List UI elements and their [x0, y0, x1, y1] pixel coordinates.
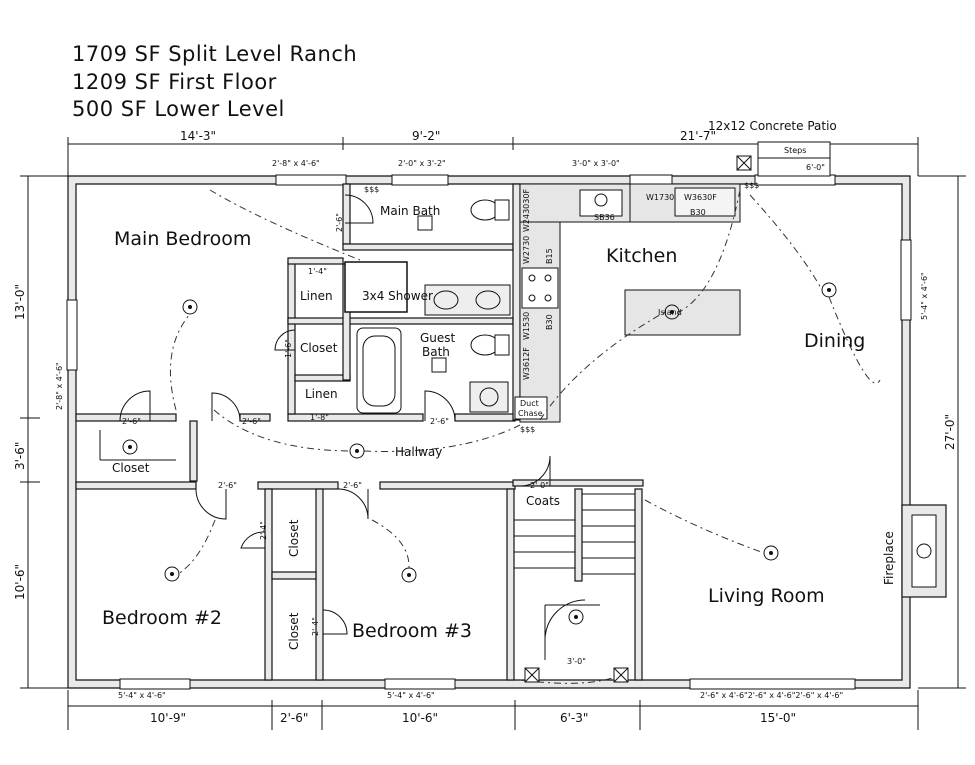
- door-swings: [119, 194, 586, 641]
- stairs: [514, 493, 635, 660]
- cabinet-w2730: W2730: [522, 236, 531, 264]
- door-linen-top: 1'-4": [308, 267, 327, 276]
- door-guest-bath: 2'-6": [430, 417, 449, 426]
- dim-top-3: 21'-7": [680, 129, 716, 143]
- lower-level-area: 500 SF Lower Level: [72, 97, 285, 121]
- window-size-bottom-1: 5'-4" x 4'-6": [118, 691, 166, 700]
- label-linen-bottom: Linen: [305, 387, 338, 401]
- dim-top-2: 9'-2": [412, 129, 440, 143]
- cabinet-b15: B15: [545, 248, 554, 264]
- door-linen-bottom: 1'-8": [310, 413, 329, 422]
- label-bedroom-2: Bedroom #2: [102, 607, 222, 629]
- label-steps: Steps: [784, 146, 806, 155]
- label-closet-mid: Closet: [300, 341, 338, 355]
- label-chase: Chase: [518, 409, 543, 418]
- label-hallway: Hallway: [395, 445, 442, 459]
- label-living-room: Living Room: [708, 585, 825, 607]
- label-kitchen: Kitchen: [606, 245, 677, 267]
- window-size-left: 2'-8" x 4'-6": [55, 362, 64, 410]
- bath-fixtures: [344, 199, 511, 414]
- dim-bottom-1: 10'-9": [150, 711, 186, 725]
- door-coats: 2'-0": [530, 481, 549, 490]
- kitchen-cabinets: [514, 183, 741, 423]
- cabinet-w3612f: W3612F: [522, 347, 531, 380]
- dim-left-3: 10'-6": [13, 564, 27, 600]
- door-closet-b3: 2'-4": [311, 617, 320, 636]
- switch-hall: $$$: [520, 425, 535, 434]
- cabinet-sb36: SB36: [594, 213, 615, 222]
- dim-bottom-2: 2'-6": [280, 711, 308, 725]
- door-main-bath: 2'-6": [335, 213, 344, 232]
- label-bedroom-3: Bedroom #3: [352, 620, 472, 642]
- window-size-top-2: 2'-0" x 3'-2": [398, 159, 446, 168]
- label-linen-top: Linen: [300, 289, 333, 303]
- label-island: Island: [658, 308, 682, 317]
- dim-left-2: 3'-6": [13, 442, 27, 470]
- patio-steps: [524, 141, 831, 683]
- patio-step-size: 6'-0": [806, 163, 825, 172]
- label-fireplace: Fireplace: [882, 531, 896, 585]
- window-size-bottom-2: 5'-4" x 4'-6": [387, 691, 435, 700]
- label-mb-closet: Closet: [112, 461, 150, 475]
- dim-bottom-5: 15'-0": [760, 711, 796, 725]
- switch-patio: $$$: [744, 181, 759, 190]
- label-patio: 12x12 Concrete Patio: [708, 119, 837, 133]
- window-size-top-3: 3'-0" x 3'-0": [572, 159, 620, 168]
- interior-walls: [75, 183, 644, 681]
- label-shower: 3x4 Shower: [362, 289, 433, 303]
- door-bed3: 2'-6": [343, 481, 362, 490]
- label-main-bath: Main Bath: [380, 204, 440, 218]
- door-mb: 2'-6": [242, 417, 261, 426]
- window-size-top-1: 2'-8" x 4'-6": [272, 159, 320, 168]
- dim-bottom-3: 10'-6": [402, 711, 438, 725]
- cabinet-w3630f: W3630F: [684, 193, 717, 202]
- label-guest-bath-2: Bath: [422, 345, 450, 359]
- cabinet-w1730: W1730: [646, 193, 674, 202]
- window-size-bottom-3: 2'-6" x 4'-6"2'-6" x 4'-6"2'-6" x 4'-6": [700, 691, 843, 700]
- window-openings: [66, 174, 912, 690]
- label-closet-b2: Closet: [287, 519, 301, 557]
- cabinet-w243030f: W243030F: [522, 189, 531, 232]
- first-floor-area: 1209 SF First Floor: [72, 70, 277, 94]
- door-entry: 3'-0": [567, 657, 586, 666]
- door-bed2: 2'-6": [218, 481, 237, 490]
- label-duct: Duct: [520, 399, 539, 408]
- door-closet-b2: 2'-4": [259, 521, 268, 540]
- label-closet-b3: Closet: [287, 612, 301, 650]
- cabinet-b30: B30: [690, 208, 706, 217]
- door-closet-mid: 1'-6": [284, 339, 293, 358]
- dimension-lines: [20, 137, 966, 730]
- label-coats: Coats: [526, 494, 560, 508]
- label-main-bedroom: Main Bedroom: [114, 228, 251, 250]
- label-guest-bath-1: Guest: [420, 331, 456, 345]
- dim-top-1: 14'-3": [180, 129, 216, 143]
- dim-bottom-4: 6'-3": [560, 711, 588, 725]
- door-mb-closet: 2'-6": [122, 417, 141, 426]
- cabinet-w1530: W1530: [522, 312, 531, 340]
- plan-title: 1709 SF Split Level Ranch: [72, 42, 358, 66]
- dim-left-1: 13'-0": [13, 284, 27, 320]
- label-dining: Dining: [804, 330, 865, 352]
- switch-main-bath: $$$: [364, 185, 379, 194]
- light-fixtures: [122, 282, 837, 625]
- cabinet-b30-side: B30: [545, 314, 554, 330]
- dim-right: 27'-0": [943, 414, 957, 450]
- window-size-right: 5'-4" x 4'-6": [920, 272, 929, 320]
